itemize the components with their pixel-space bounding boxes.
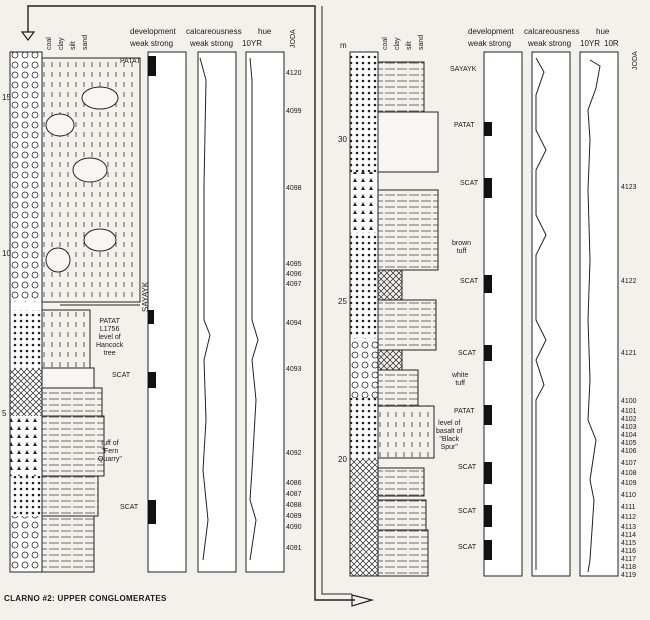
left-calcareousness-column — [197, 51, 237, 573]
right-sample: 4102 — [621, 416, 637, 423]
right-sample: 4118 — [621, 564, 637, 571]
right-sample: 4103 — [621, 424, 637, 431]
right-header-calcareousness: calcareousness — [524, 27, 580, 36]
right-lithology-column — [349, 51, 439, 577]
left-header-development-scale: weak strong — [130, 39, 174, 48]
right-sample: 4114 — [621, 532, 637, 539]
right-header-calcareousness-scale: weak strong — [528, 39, 572, 48]
left-grain-label-coal: coal — [46, 37, 53, 50]
left-depth-tick-5: 5 — [2, 409, 7, 418]
right-development-column — [483, 51, 523, 577]
right-sample: 4106 — [621, 448, 637, 455]
left-sample: 4099 — [286, 108, 302, 115]
right-sample: 4110 — [621, 492, 637, 499]
left-sample: 4120 — [286, 70, 302, 77]
right-annotation-patat-2: PATAT — [454, 408, 475, 415]
left-sample: 4089 — [286, 513, 302, 520]
left-depth-tick-10: 10 — [2, 249, 11, 258]
right-sample: 4105 — [621, 440, 637, 447]
right-sample: 4116 — [621, 548, 637, 555]
left-annotation-scat-1: SCAT — [112, 372, 131, 379]
right-grain-label-silt: silt — [406, 41, 413, 50]
right-depth-tick-20: 20 — [338, 455, 347, 464]
right-sample: 4119 — [621, 572, 637, 579]
right-annotation-scat-1: SCAT — [460, 180, 479, 187]
right-annotation-patat: PATAT — [454, 122, 475, 129]
right-annotation-black-spur: level of basalt of "Black Spur" — [436, 420, 463, 451]
right-grain-label-sand: sand — [418, 34, 425, 50]
right-hue-column — [579, 51, 619, 577]
right-sample: 4115 — [621, 540, 637, 547]
right-sample: 4101 — [621, 408, 637, 415]
right-annotation-scat-3: SCAT — [458, 350, 477, 357]
right-depth-tick-25: 25 — [338, 297, 347, 306]
left-sample: 4095 — [286, 261, 302, 268]
left-grain-label-silt: silt — [70, 41, 77, 50]
right-annotation-scat-4: SCAT — [458, 464, 477, 471]
right-annotation-scat-2: SCAT — [460, 278, 479, 285]
right-sample: 4122 — [621, 278, 637, 285]
right-sample: 4112 — [621, 514, 637, 521]
right-sample: 4111 — [621, 504, 636, 511]
left-sample: 4092 — [286, 450, 302, 457]
left-annotation-patat-top: PATAT — [120, 58, 141, 65]
right-sample: 4109 — [621, 480, 637, 487]
right-header-sample: JODA — [632, 51, 639, 70]
left-annotation-fern-quarry: tuff of "Fern Quarry" — [98, 440, 122, 463]
left-sample: 4091 — [286, 545, 302, 552]
left-sample: 4087 — [286, 491, 302, 498]
left-hue-column — [245, 51, 285, 573]
left-sample: 4090 — [286, 524, 302, 531]
right-depth-tick-30: 30 — [338, 135, 347, 144]
right-sample: 4107 — [621, 460, 637, 467]
right-grain-label-coal: coal — [382, 37, 389, 50]
left-depth-tick-15: 15 — [2, 93, 11, 102]
right-sample: 4104 — [621, 432, 637, 439]
right-header-development-scale: weak strong — [468, 39, 512, 48]
left-header-hue: hue — [258, 27, 272, 36]
left-sample: 4086 — [286, 480, 302, 487]
left-grain-label-sand: sand — [82, 34, 89, 50]
left-header-hue-scale: 10YR — [242, 39, 263, 48]
left-sample: 4096 — [286, 271, 302, 278]
left-sample: 4097 — [286, 281, 302, 288]
right-annotation-scat-6: SCAT — [458, 544, 477, 551]
right-annotation-sayayk: SAYAYK — [450, 66, 477, 73]
left-grain-label-clay: clay — [58, 37, 65, 50]
left-header-development: development — [130, 27, 176, 36]
right-sample: 4123 — [621, 184, 637, 191]
left-sample: 4098 — [286, 185, 302, 192]
left-annotation-patat-hancock: PATAT L1756 level of Hancock tree — [96, 318, 124, 357]
right-sample: 4121 — [621, 350, 637, 357]
left-annotation-scat-2: SCAT — [120, 504, 139, 511]
right-sample: 4108 — [621, 470, 637, 477]
right-calcareousness-column — [531, 51, 571, 577]
left-sample: 4093 — [286, 366, 302, 373]
right-annotation-scat-5: SCAT — [458, 508, 477, 515]
right-header-hue-scale-2: 10R — [604, 39, 619, 48]
right-header-development: development — [468, 27, 514, 36]
right-header-hue-scale: 10YR — [580, 39, 601, 48]
right-grain-label-clay: clay — [394, 37, 401, 50]
left-header-sample: JODA — [290, 29, 297, 48]
left-header-calcareousness: calcareousness — [186, 27, 242, 36]
right-annotation-white-tuff: white tuff — [452, 372, 469, 387]
right-annotation-brown-tuff: brown tuff — [452, 240, 472, 255]
left-sample: 4088 — [286, 502, 302, 509]
left-sample: 4094 — [286, 320, 302, 327]
right-sample: 4100 — [621, 398, 637, 405]
right-depth-unit: m — [340, 41, 347, 50]
right-sample: 4117 — [621, 556, 637, 563]
figure-caption: CLARNO #2: UPPER CONGLOMERATES — [4, 594, 167, 603]
left-header-calcareousness-scale: weak strong — [190, 39, 234, 48]
right-header-hue: hue — [596, 27, 610, 36]
left-annotation-sayayk: SAYAYK — [141, 281, 150, 312]
left-development-column — [147, 51, 187, 573]
right-sample: 4113 — [621, 524, 637, 531]
left-lithology-column — [9, 51, 141, 573]
